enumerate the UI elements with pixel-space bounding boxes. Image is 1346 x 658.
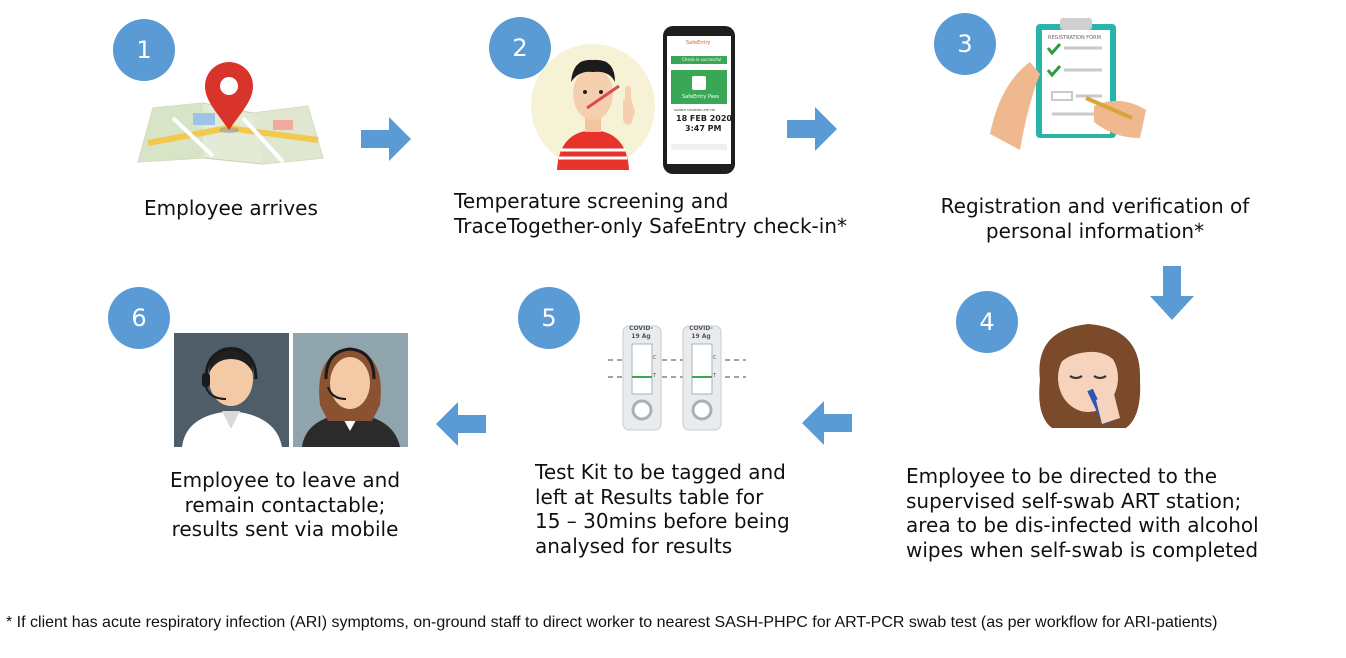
step-6-badge: 6 (108, 287, 170, 349)
step-1-caption: Employee arrives (144, 196, 318, 221)
step-5-caption: Test Kit to be tagged and left at Result… (535, 460, 790, 558)
phone-brand: SafeEntry (686, 40, 711, 46)
temperature-screening-illustration (531, 44, 655, 170)
arrow-right-icon (787, 107, 837, 151)
test-kit-1-t: T (653, 373, 657, 379)
caption-line: personal information* (985, 218, 1205, 243)
caption-line: analysed for results (535, 533, 733, 558)
step-2-caption: Temperature screening and TraceTogether-… (454, 189, 847, 238)
arrow-left-icon (802, 401, 852, 445)
map-pin-illustration (137, 62, 324, 165)
step-4-caption: Employee to be directed to the supervise… (906, 464, 1259, 562)
step-3-caption: Registration and verification of persona… (937, 194, 1253, 243)
caption-line: Registration and verification of (940, 194, 1250, 218)
phone-status: Check-in successful (682, 57, 722, 62)
caption-line: wipes when self-swab is completed (906, 537, 1259, 562)
step-3-badge: 3 (934, 13, 996, 75)
step-1-badge: 1 (113, 19, 175, 81)
arrow-left-icon (436, 402, 486, 446)
arrow-right-icon (361, 117, 411, 161)
caption-line: area to be dis-infected with alcohol (906, 513, 1259, 537)
test-kits-illustration (608, 325, 746, 431)
test-kit-1-label: COVID-19 Ag (629, 325, 653, 340)
caption-line: results sent via mobile (171, 517, 399, 541)
step-5-badge: 5 (518, 287, 580, 349)
caption-line: supervised self-swab ART station; (906, 488, 1242, 513)
step-6-caption: Employee to leave and remain contactable… (160, 468, 410, 542)
caption-line: Employee to leave and (169, 468, 401, 492)
test-kit-2-c: C (713, 355, 717, 361)
caption-line: 15 – 30mins before being (535, 509, 790, 533)
test-kit-2-label: COVID-19 Ag (689, 325, 713, 340)
phone-venue: SAMPLE SHOPPING PTE LTD (674, 108, 716, 112)
contact-agents-illustration (174, 333, 408, 447)
arrow-down-icon (1150, 266, 1194, 320)
caption-line: TraceTogether-only SafeEntry check-in* (454, 213, 847, 238)
caption-line: remain contactable; (184, 492, 386, 517)
form-title: REGISTRATION FORM (1048, 35, 1101, 41)
phone-time: 3:47 PM (685, 124, 722, 133)
step-4-badge: 4 (956, 291, 1018, 353)
caption-line: Test Kit to be tagged and (535, 460, 786, 484)
step-2-badge: 2 (489, 17, 551, 79)
test-kit-1-c: C (653, 355, 657, 361)
phone-date: 18 FEB 2020 (676, 114, 732, 123)
test-kit-2-t: T (713, 373, 717, 379)
self-swab-illustration (1039, 324, 1141, 428)
safeentry-phone-illustration (663, 26, 735, 174)
caption-line: Employee arrives (144, 196, 318, 220)
phone-pass-label: SafeEntry Pass (682, 94, 720, 100)
caption-line: Employee to be directed to the (906, 464, 1217, 488)
caption-line: Temperature screening and (454, 189, 729, 213)
caption-line: left at Results table for (535, 484, 764, 509)
footnote: * If client has acute respiratory infect… (6, 614, 1218, 631)
registration-form-illustration (990, 18, 1146, 150)
